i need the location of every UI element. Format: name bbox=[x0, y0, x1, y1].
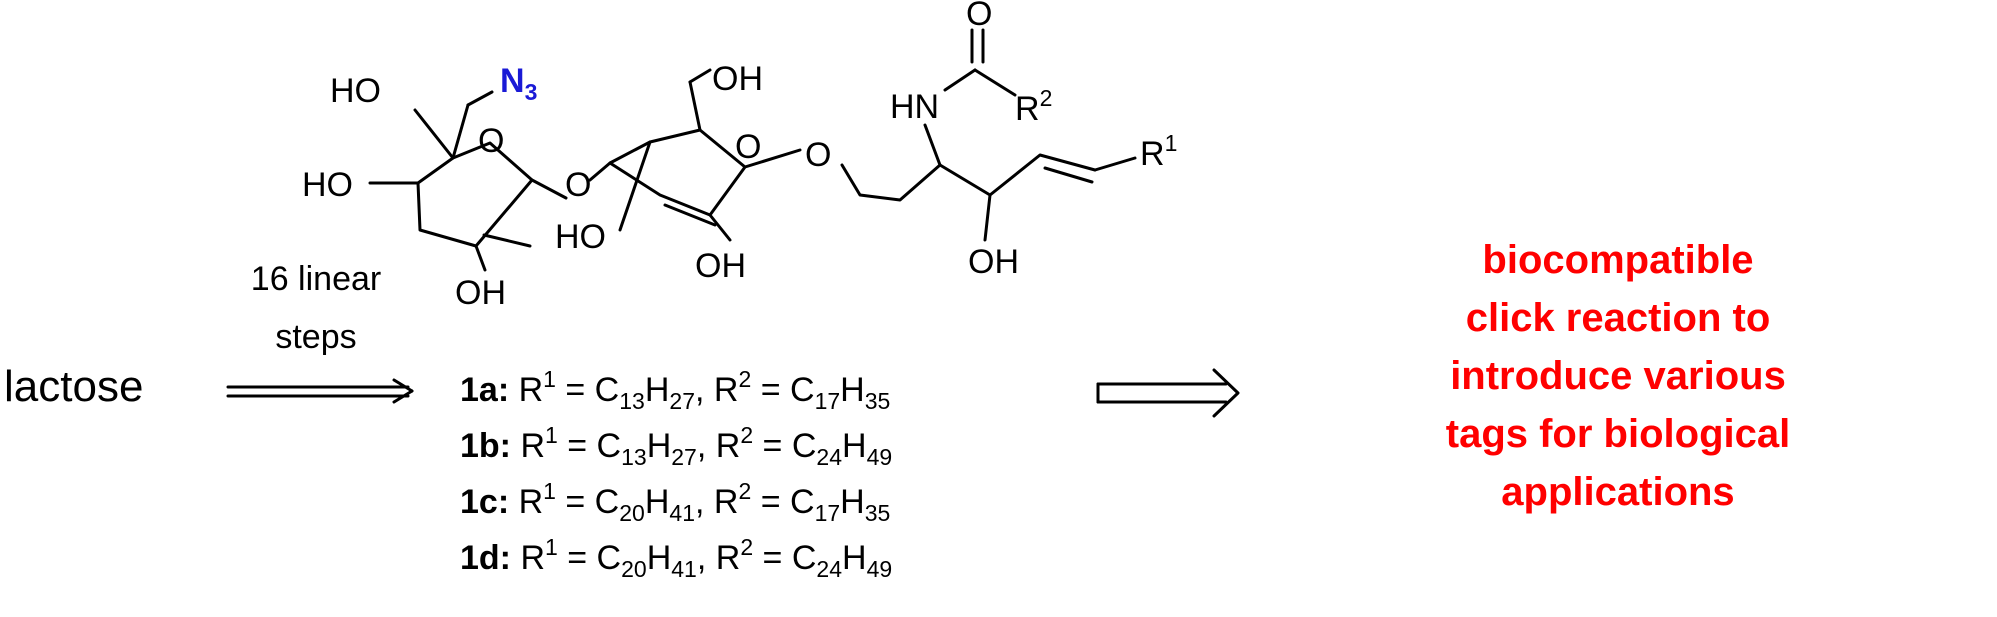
retro-arrow bbox=[1096, 368, 1240, 418]
galactose-ring bbox=[416, 141, 534, 248]
azide-label: N3 bbox=[500, 62, 537, 105]
gal-oh-bottom-label: OH bbox=[455, 274, 506, 312]
gal-oh-top-label: HO bbox=[330, 72, 381, 110]
compound-1b: 1b: R1 = C13H27, R2 = C24H49 bbox=[460, 422, 892, 470]
compound-1d: 1d: R1 = C20H41, R2 = C24H49 bbox=[460, 534, 892, 582]
glc-oh-left-label: HO bbox=[555, 218, 606, 256]
gal-ring-o-label: O bbox=[478, 122, 504, 160]
amide-nh-label: HN bbox=[890, 88, 939, 126]
multistep-arrow bbox=[226, 378, 414, 404]
start-material-label: lactose bbox=[4, 362, 143, 411]
amide-r2-label: R2 bbox=[1015, 85, 1052, 128]
result-line-3: introduce various bbox=[1450, 354, 1786, 398]
glc-ring-o-label: O bbox=[735, 128, 761, 166]
result-line-5: applications bbox=[1501, 470, 1734, 514]
ceramide-chain bbox=[840, 28, 1137, 242]
chain-r1-label: R1 bbox=[1140, 130, 1177, 173]
compound-list: 1a: R1 = C13H27, R2 = C17H35 1b: R1 = C13… bbox=[460, 366, 892, 582]
result-line-2: click reaction to bbox=[1466, 296, 1771, 340]
chain-oh-label: OH bbox=[968, 243, 1019, 281]
gal-oh-mid-label: HO bbox=[302, 166, 353, 204]
glucose-ring bbox=[608, 128, 747, 227]
glc-oh-bottom-label: OH bbox=[695, 247, 746, 285]
amide-o-label: O bbox=[966, 0, 992, 33]
compound-1a: 1a: R1 = C13H27, R2 = C17H35 bbox=[460, 366, 890, 414]
glc-ch2oh-label: OH bbox=[712, 60, 763, 98]
compound-1c: 1c: R1 = C20H41, R2 = C17H35 bbox=[460, 478, 890, 526]
result-text: biocompatible click reaction to introduc… bbox=[1446, 238, 1790, 514]
arrow-label-line2: steps bbox=[275, 318, 356, 356]
result-line-1: biocompatible bbox=[1482, 238, 1753, 282]
glycosidic-o-label: O bbox=[565, 166, 591, 204]
result-line-4: tags for biological bbox=[1446, 412, 1790, 456]
anomeric-o-label: O bbox=[805, 136, 831, 174]
arrow-label-line1: 16 linear bbox=[251, 260, 381, 298]
glycolipid-structure: N3 HO O HO OH O OH O HO OH O O HN R2 R1 … bbox=[302, 0, 1177, 312]
